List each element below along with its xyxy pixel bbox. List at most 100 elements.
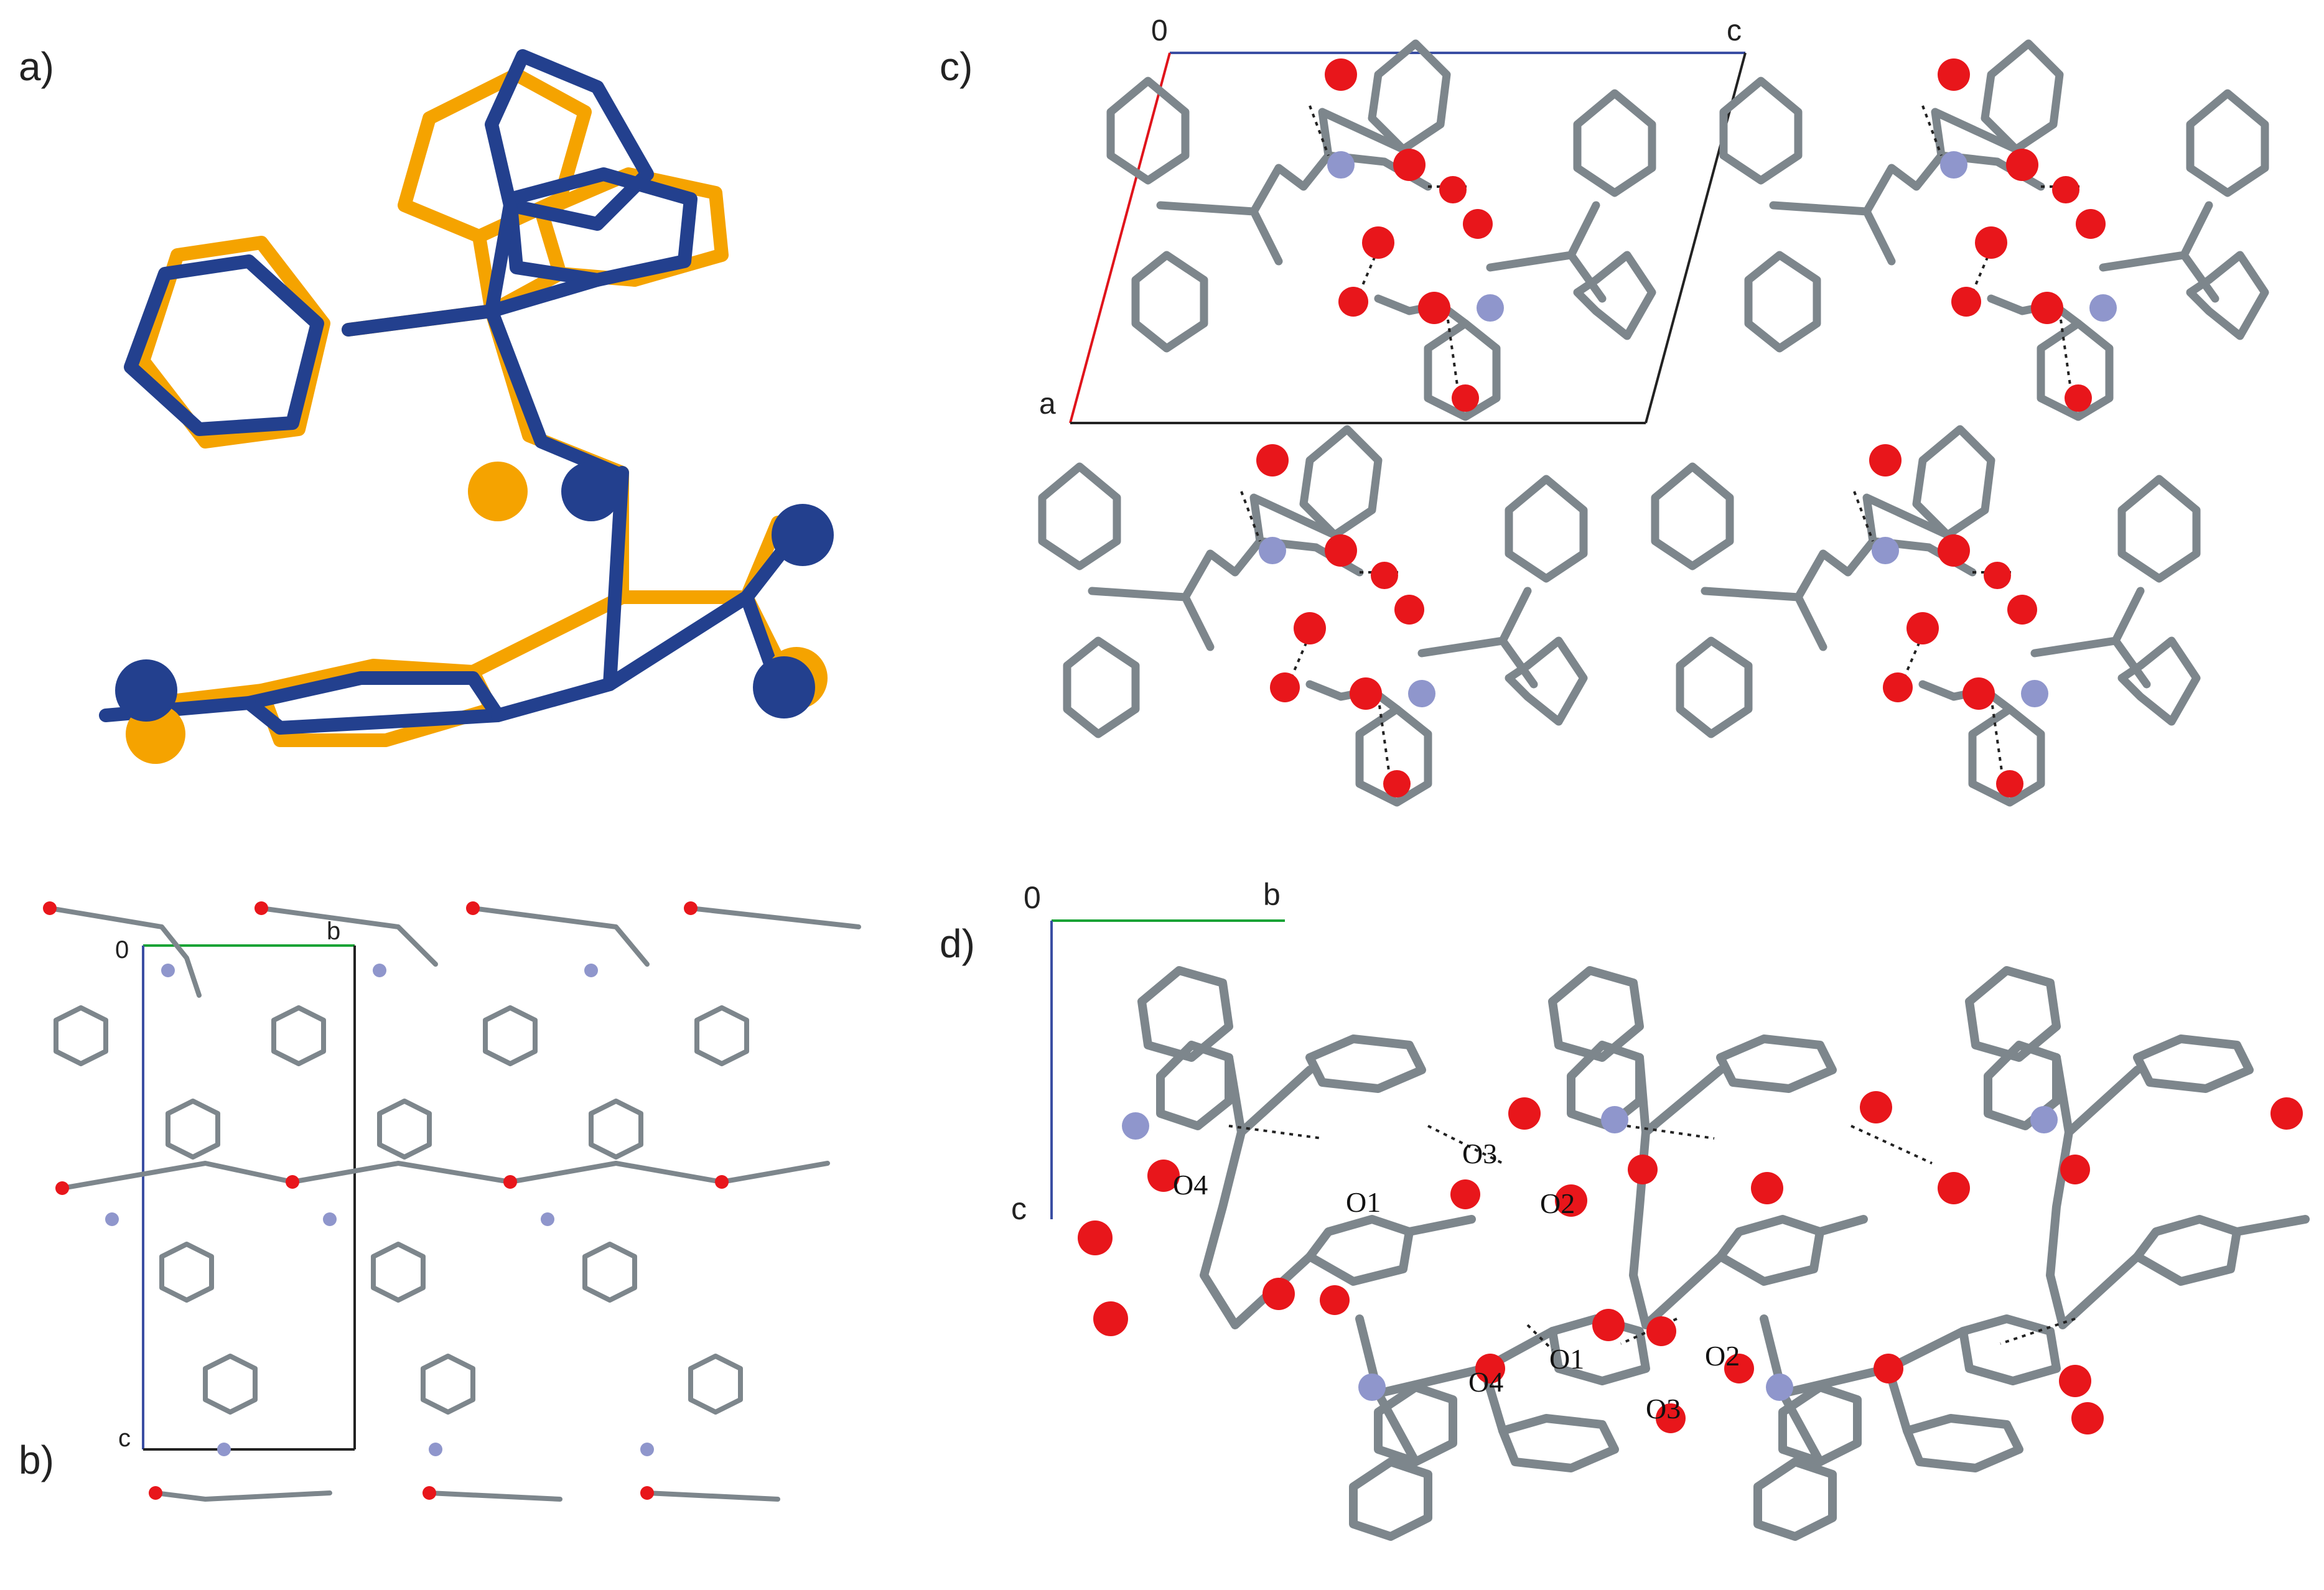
- oxygen-atom: [1883, 672, 1913, 702]
- nitrogen-atom: [1601, 1106, 1628, 1133]
- nitrogen-atom: [2030, 1106, 2058, 1133]
- dimer: [1106, 39, 1656, 421]
- nitrogen-atom: [1327, 151, 1355, 179]
- oxygen-atom: [1724, 1354, 1754, 1383]
- atom-label-o3: O3: [1462, 1138, 1497, 1169]
- atom-label-o4: O4: [1468, 1366, 1503, 1398]
- oxygen-atom: [715, 1175, 729, 1189]
- nitrogen-atom: [323, 1212, 337, 1226]
- oxygen-atom: [43, 901, 57, 915]
- oxygen-atom: [1325, 58, 1357, 91]
- phenyl-rings: [54, 1005, 749, 1415]
- panel-a-label: a): [19, 44, 54, 89]
- oxygen-atom: [1869, 444, 1902, 477]
- oxygen-atom: [1338, 287, 1368, 317]
- atom-sphere: [561, 462, 621, 521]
- oxygen-atom: [1262, 1278, 1295, 1310]
- panel-c-label: c): [940, 44, 973, 89]
- oxygen-atom: [254, 901, 268, 915]
- dimer: [1038, 425, 1588, 807]
- atom-sphere: [772, 504, 834, 566]
- nitrogen-atom: [1408, 680, 1435, 707]
- oxygen-atom: [1475, 1354, 1505, 1383]
- oxygen-atom: [149, 1486, 162, 1500]
- axis-c-label: c: [1727, 14, 1742, 47]
- atom-sphere: [468, 462, 528, 521]
- oxygen-atom: [640, 1486, 654, 1500]
- nitrogen-atom: [1122, 1112, 1149, 1140]
- axis-origin-label: 0: [115, 936, 129, 964]
- oxygen-atom: [2007, 595, 2037, 625]
- oxygen-atom: [1147, 1160, 1180, 1192]
- oxygen-atom: [1646, 1316, 1676, 1346]
- oxygen-atom: [2006, 149, 2038, 181]
- upper-molecules: [1137, 966, 2310, 1329]
- panel-b-label: b): [19, 1438, 54, 1482]
- oxygen-atom: [1093, 1301, 1128, 1336]
- oxygen-atom: [1078, 1220, 1113, 1255]
- nitrogen-atom: [1358, 1374, 1386, 1401]
- nitrogen-atom: [2021, 680, 2048, 707]
- oxygen-atom: [1996, 770, 2023, 797]
- nitrogen-atom: [584, 964, 598, 977]
- nitrogen-atom: [217, 1443, 231, 1456]
- oxygen-atom: [1656, 1403, 1686, 1433]
- axis-c-label: c: [118, 1425, 131, 1452]
- axis-c-label: c: [1011, 1191, 1027, 1226]
- oxygen-atom: [1270, 672, 1300, 702]
- molecule-blue: [99, 49, 797, 735]
- nitrogen-atom: [541, 1212, 554, 1226]
- oxygen-atom: [1508, 1097, 1541, 1130]
- oxygen-atom: [1751, 1172, 1783, 1204]
- oxygen-atom: [2060, 1155, 2090, 1184]
- atom-label-o3: O3: [1646, 1393, 1681, 1425]
- axis-origin-label: 0: [1024, 880, 1041, 915]
- oxygen-atom: [1393, 149, 1426, 181]
- oxygen-atom: [466, 901, 480, 915]
- oxygen-atom: [1860, 1091, 1892, 1123]
- oxygen-atom: [2059, 1365, 2091, 1397]
- nitrogen-atom: [1872, 537, 1899, 564]
- oxygen-atom: [1439, 176, 1467, 203]
- oxygen-atom: [1555, 1184, 1587, 1217]
- oxygen-atom: [422, 1486, 436, 1500]
- nitrogen-atom: [1766, 1374, 1793, 1401]
- axis-b-label: b: [1263, 877, 1281, 912]
- panel-d-chain: 0 b c: [1011, 877, 2310, 1541]
- panel-a-overlay: [99, 49, 834, 764]
- oxygen-atom: [1256, 444, 1289, 477]
- oxygen-atom: [2052, 176, 2079, 203]
- atom-label-o1: O1: [1346, 1186, 1381, 1218]
- nitrogen-atom: [2089, 294, 2117, 322]
- oxygen-atom: [684, 901, 698, 915]
- oxygen-atom: [2270, 1097, 2303, 1130]
- atoms: [43, 901, 729, 1500]
- molecule-orange: [136, 68, 791, 747]
- atom-sphere: [115, 659, 177, 722]
- atoms: [1078, 1091, 2303, 1434]
- axis-b-label: b: [327, 918, 340, 945]
- nitrogen-atom: [1940, 151, 1967, 179]
- oxygen-atom: [1383, 770, 1411, 797]
- oxygen-atom: [2071, 1402, 2104, 1434]
- oxygen-atom: [1371, 562, 1398, 589]
- oxygen-atom: [1452, 384, 1479, 412]
- nitrogen-atom: [1477, 294, 1504, 322]
- oxygen-atom: [1938, 534, 1970, 567]
- nitrogen-atom: [161, 964, 175, 977]
- cell-edge: [1645, 52, 1747, 424]
- oxygen-atom: [1951, 287, 1981, 317]
- oxygen-atom: [2076, 209, 2106, 239]
- atom-sphere: [753, 656, 815, 718]
- atom-label-o4: O4: [1173, 1169, 1208, 1201]
- oxygen-atom: [55, 1181, 69, 1195]
- dimer: [1719, 39, 2269, 421]
- oxygen-atom: [286, 1175, 299, 1189]
- panel-c-dimers: 0 c a: [1038, 14, 2269, 807]
- nitrogen-atom: [1259, 537, 1286, 564]
- hbond-chains: [47, 906, 861, 1502]
- oxygen-atom: [1975, 226, 2007, 259]
- oxygen-atom: [2065, 384, 2092, 412]
- axis-a-label: a: [1039, 388, 1056, 421]
- oxygen-atom: [1325, 534, 1357, 567]
